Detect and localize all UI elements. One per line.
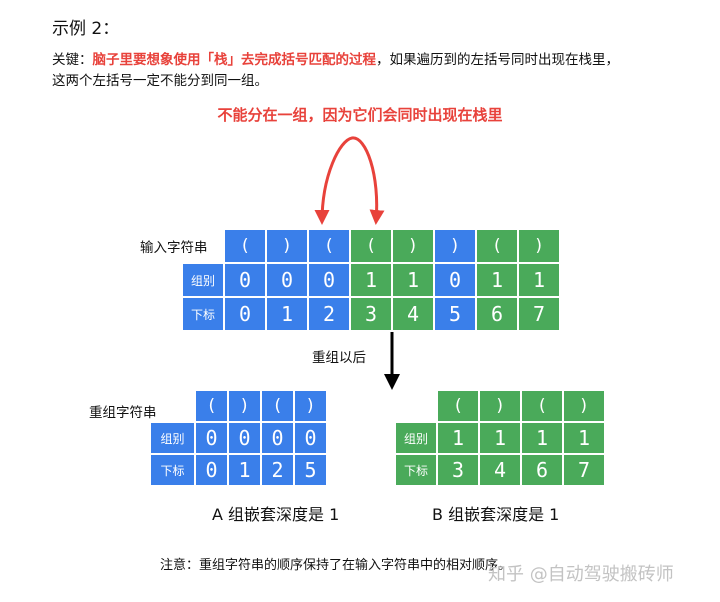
group-b-group-label: 组别 <box>395 422 437 454</box>
input-index-cell: 4 <box>392 297 434 331</box>
input-char-cell: ( <box>224 229 266 263</box>
down-arrow-head <box>384 374 400 390</box>
input-group-cell: 0 <box>308 263 350 297</box>
input-group-cell: 1 <box>392 263 434 297</box>
group-a-index-label: 下标 <box>150 454 195 486</box>
regroup-label: 重组以后 <box>312 350 366 366</box>
key-line-1: 关键：脑子里要想象使用「栈」去完成括号匹配的过程，如果遍历到的左括号同时出现在栈… <box>52 50 619 70</box>
input-index-cell: 7 <box>518 297 560 331</box>
group-a-index-cell: 2 <box>261 454 294 486</box>
group-b-char-cell: ) <box>563 390 605 422</box>
input-index-cell: 0 <box>224 297 266 331</box>
group-b-index-cell: 7 <box>563 454 605 486</box>
footer-note: 注意：重组字符串的顺序保持了在输入字符串中的相对顺序。 <box>160 558 512 573</box>
input-group-cell: 1 <box>476 263 518 297</box>
input-index-cell: 5 <box>434 297 476 331</box>
group-a-group-label: 组别 <box>150 422 195 454</box>
key-highlight: 脑子里要想象使用「栈」去完成括号匹配的过程 <box>92 52 377 68</box>
input-index-cell: 2 <box>308 297 350 331</box>
example-title: 示例 2： <box>52 19 120 39</box>
input-string-label: 输入字符串 <box>140 240 208 256</box>
group-a-index-cell: 1 <box>228 454 261 486</box>
group-b-caption: B 组嵌套深度是 1 <box>432 505 560 524</box>
group-b-group-cell: 1 <box>479 422 521 454</box>
group-a-group-cell: 0 <box>261 422 294 454</box>
input-group-cell: 0 <box>434 263 476 297</box>
group-b-index-cell: 4 <box>479 454 521 486</box>
group-a-index-cell: 5 <box>294 454 327 486</box>
group-b-index-cell: 6 <box>521 454 563 486</box>
input-char-cell: ) <box>392 229 434 263</box>
input-char-cell: ( <box>308 229 350 263</box>
input-index-label: 下标 <box>182 297 224 331</box>
group-b-group-cell: 1 <box>437 422 479 454</box>
input-group-cell: 0 <box>224 263 266 297</box>
red-note: 不能分在一组，因为它们会同时出现在栈里 <box>217 106 503 124</box>
group-b-index-cell: 3 <box>437 454 479 486</box>
input-index-cell: 6 <box>476 297 518 331</box>
watermark: 知乎 @自动驾驶搬砖师 <box>488 564 674 585</box>
group-a-char-cell: ( <box>195 390 228 422</box>
input-char-cell: ( <box>476 229 518 263</box>
red-arc-arrow <box>314 136 385 225</box>
input-group-cell: 1 <box>350 263 392 297</box>
group-b-group-cell: 1 <box>521 422 563 454</box>
key-prefix: 关键： <box>52 52 93 68</box>
input-index-cell: 1 <box>266 297 308 331</box>
group-a-index-cell: 0 <box>195 454 228 486</box>
group-a-char-cell: ) <box>294 390 327 422</box>
group-a-char-cell: ( <box>261 390 294 422</box>
group-a-group-cell: 0 <box>228 422 261 454</box>
group-b-char-cell: ( <box>521 390 563 422</box>
group-a-caption: A 组嵌套深度是 1 <box>212 505 340 524</box>
input-char-cell: ) <box>434 229 476 263</box>
group-a-group-cell: 0 <box>195 422 228 454</box>
group-b-char-cell: ( <box>437 390 479 422</box>
input-group-label: 组别 <box>182 263 224 297</box>
group-b-index-label: 下标 <box>395 454 437 486</box>
input-group-cell: 1 <box>518 263 560 297</box>
regrouped-string-label: 重组字符串 <box>89 405 157 421</box>
group-b-group-cell: 1 <box>563 422 605 454</box>
input-group-cell: 0 <box>266 263 308 297</box>
group-b-char-cell: ) <box>479 390 521 422</box>
input-char-cell: ( <box>350 229 392 263</box>
input-char-cell: ) <box>266 229 308 263</box>
key-line-2: 这两个左括号一定不能分到同一组。 <box>52 73 268 89</box>
input-index-cell: 3 <box>350 297 392 331</box>
key-rest: ，如果遍历到的左括号同时出现在栈里， <box>376 52 619 68</box>
group-a-group-cell: 0 <box>294 422 327 454</box>
group-a-char-cell: ) <box>228 390 261 422</box>
input-char-cell: ) <box>518 229 560 263</box>
